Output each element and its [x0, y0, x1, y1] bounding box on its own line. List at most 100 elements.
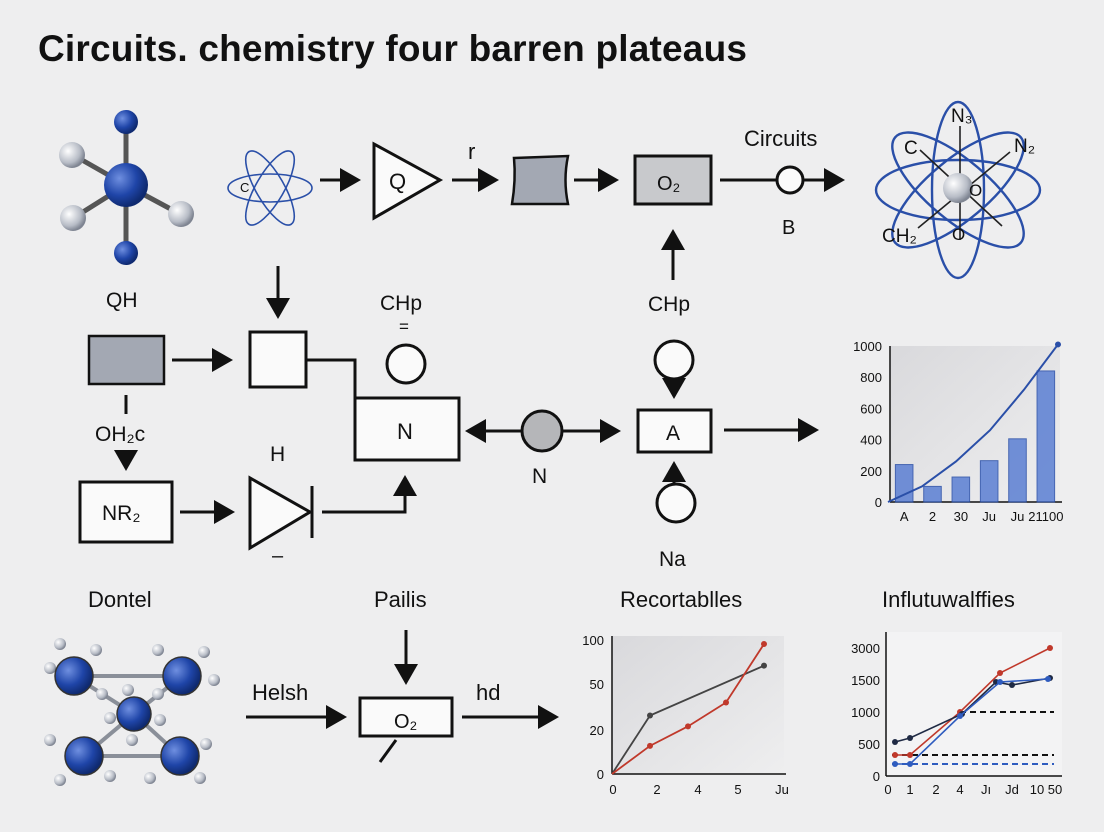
- bar-chart-y-tick: 200: [860, 464, 882, 479]
- line-chart-2-y-tick: 1000: [851, 705, 880, 720]
- label-pailis: Pailis: [374, 587, 427, 612]
- label-helsh: Helsh: [252, 680, 308, 705]
- data-point: [1009, 682, 1015, 688]
- bar-chart-x-tick: 2: [929, 509, 936, 524]
- bar-chart-x-tick: 30: [954, 509, 968, 524]
- line-chart-2-x-tick: 0: [884, 782, 891, 797]
- line-chart-2-y-tick: 3000: [851, 641, 880, 656]
- label-na: Na: [659, 548, 686, 571]
- data-point: [997, 670, 1003, 676]
- grey-block[interactable]: [510, 154, 570, 206]
- bar-chart-y-tick: 600: [860, 401, 882, 416]
- data-point: [957, 713, 963, 719]
- n-box[interactable]: N: [353, 396, 461, 462]
- data-point: [892, 761, 898, 767]
- molecule-icon-top-left: [59, 110, 194, 265]
- label-chp-left: CHp: [380, 292, 422, 315]
- page-title: Circuits. chemistry four barren plateaus: [38, 28, 748, 69]
- bar-chart-y-tick: 800: [860, 370, 882, 385]
- line-chart-1-x-tick: 0: [609, 782, 616, 797]
- label-oh2c: OH₂c: [95, 423, 145, 446]
- line-chart-2-y-tick: 0: [873, 769, 880, 784]
- line-chart-1-y-tick: 50: [590, 677, 604, 692]
- data-point: [907, 752, 913, 758]
- atom-label-o-center: O: [969, 181, 982, 200]
- molecule-lattice-icon: [44, 638, 220, 786]
- label-r: r: [468, 139, 475, 164]
- bar-chart-x-tick: 21100: [1028, 509, 1063, 524]
- label-b: B: [782, 217, 795, 239]
- label-n-mid: N: [532, 465, 547, 488]
- bar-chart-background: [890, 346, 1060, 502]
- a-box[interactable]: A: [636, 408, 713, 454]
- data-point: [647, 742, 653, 749]
- bar-chart-x-tick: A: [900, 509, 909, 524]
- bar: [923, 485, 942, 503]
- bar-chart-y-tick: 1000: [853, 339, 882, 354]
- data-point: [1047, 645, 1053, 651]
- line-chart-2-x-tick: 4: [956, 782, 963, 797]
- line-chart-2-x-tick: 2: [932, 782, 939, 797]
- line-chart-2-x-tick: Jı: [981, 782, 991, 797]
- bar: [951, 476, 971, 503]
- line-chart-2-y-tick: 500: [858, 737, 880, 752]
- label-qh: QH: [106, 289, 138, 312]
- data-point: [723, 699, 729, 706]
- line-chart-2-y-tick: 1500: [851, 673, 880, 688]
- label-influtuwalffies: Influtuwalffies: [882, 587, 1015, 612]
- trend-line: [887, 343, 1059, 503]
- o2-box-top[interactable]: O₂: [633, 154, 713, 206]
- node-circle-n[interactable]: [520, 409, 564, 453]
- line-chart-1-x-tick: 4: [694, 782, 701, 797]
- a-box-label: A: [666, 422, 680, 445]
- label-eq: =: [399, 317, 409, 336]
- line-chart-1-x-tick: Ju: [775, 782, 789, 797]
- line-chart-2-x-tick: 1: [906, 782, 913, 797]
- o2-bottom-label: O₂: [394, 711, 417, 733]
- data-point: [997, 679, 1003, 685]
- trend-line-endpoint: [1055, 341, 1061, 348]
- q-gate-triangle[interactable]: Q: [372, 141, 444, 221]
- label-circuits: Circuits: [744, 126, 817, 151]
- square-box[interactable]: [248, 330, 308, 389]
- atom-label-ch2: CH₂: [882, 226, 917, 247]
- data-point: [892, 739, 898, 745]
- diode-gate[interactable]: [248, 475, 314, 551]
- nr2-box[interactable]: NR₂: [78, 480, 174, 544]
- atom-label-c-small: C: [240, 180, 249, 195]
- nr2-label: NR₂: [102, 502, 140, 525]
- bar: [979, 460, 999, 503]
- bar-chart-y-tick: 400: [860, 433, 882, 448]
- node-circle-b[interactable]: [775, 165, 805, 195]
- label-chp-right: CHp: [648, 293, 690, 316]
- label-dontel: Dontel: [88, 587, 152, 612]
- label-hd: hd: [476, 680, 500, 705]
- bar-chart-y-tick: 0: [875, 495, 882, 510]
- node-circle[interactable]: [385, 343, 427, 385]
- atom-icon-large: [874, 100, 1042, 280]
- data-point: [907, 761, 913, 767]
- line-chart-2-x-tick: Jd: [1005, 782, 1019, 797]
- label-minus: –: [272, 545, 284, 567]
- node-circle[interactable]: [655, 482, 697, 524]
- data-point: [647, 712, 653, 719]
- data-point: [761, 641, 767, 647]
- data-point: [1045, 676, 1051, 682]
- label-h: H: [270, 443, 285, 466]
- line-chart-2-x-tick: 10 50: [1030, 782, 1063, 797]
- arrow: [322, 475, 417, 514]
- data-point: [761, 662, 767, 669]
- grey-input-box[interactable]: [87, 334, 166, 386]
- atom-label-n2: N₂: [1014, 136, 1035, 157]
- node-circle[interactable]: [653, 339, 695, 381]
- label-recortablles: Recortablles: [620, 587, 742, 612]
- atom-label-c: C: [904, 138, 918, 159]
- o2-box-bottom[interactable]: O₂: [358, 696, 454, 738]
- bar: [1036, 370, 1056, 503]
- connector: [378, 739, 398, 763]
- o2-top-label: O₂: [657, 173, 680, 195]
- atom-label-o-bottom: O: [952, 225, 965, 244]
